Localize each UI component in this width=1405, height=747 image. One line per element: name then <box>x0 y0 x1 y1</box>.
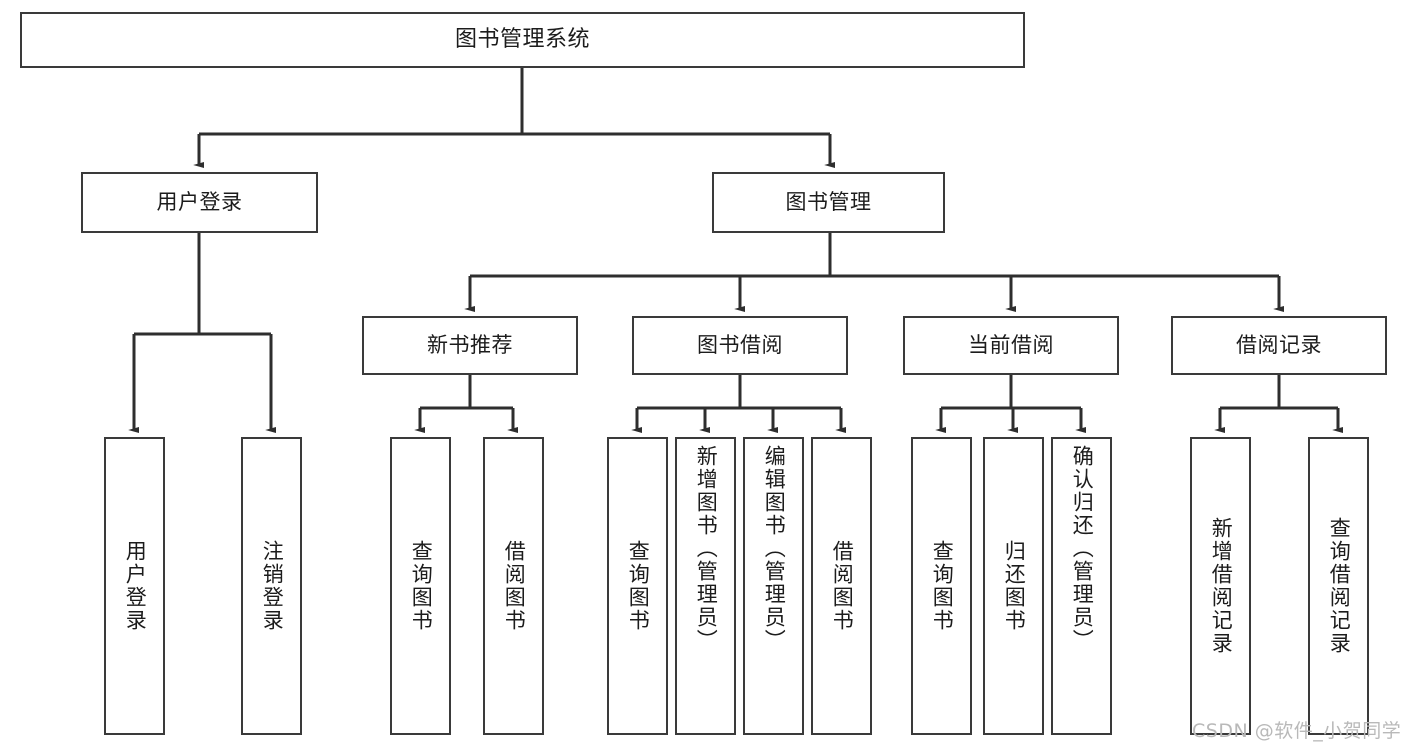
node-user-login-label: 用户登录 <box>156 190 243 215</box>
leaf-cur-query-label: 查询图书 <box>930 540 955 632</box>
leaf-rec-borrow[interactable]: 借阅图书 <box>483 437 544 735</box>
leaf-record-query[interactable]: 查询借阅记录 <box>1308 437 1369 735</box>
leaf-record-add[interactable]: 新增借阅记录 <box>1190 437 1251 735</box>
node-root[interactable]: 图书管理系统 <box>20 12 1025 68</box>
leaf-borrow-edit-label: 编辑图书（管理员） <box>762 445 787 652</box>
node-new-book-rec-label: 新书推荐 <box>427 333 513 358</box>
leaf-cur-return-label: 归还图书 <box>1002 540 1027 632</box>
node-borrow-record[interactable]: 借阅记录 <box>1171 316 1387 375</box>
leaf-borrow-lend-label: 借阅图书 <box>830 540 855 632</box>
leaf-user-login[interactable]: 用户登录 <box>104 437 165 735</box>
leaf-borrow-edit[interactable]: 编辑图书（管理员） <box>743 437 804 735</box>
node-new-book-rec[interactable]: 新书推荐 <box>362 316 578 375</box>
node-book-manage[interactable]: 图书管理 <box>712 172 945 233</box>
node-book-borrow[interactable]: 图书借阅 <box>632 316 848 375</box>
leaf-user-login-label: 用户登录 <box>123 540 148 632</box>
leaf-user-logout[interactable]: 注销登录 <box>241 437 302 735</box>
leaf-record-add-label: 新增借阅记录 <box>1209 517 1234 655</box>
node-book-manage-label: 图书管理 <box>785 190 872 215</box>
node-user-login[interactable]: 用户登录 <box>81 172 318 233</box>
watermark: CSDN @软件_小贺同学 <box>1192 720 1402 742</box>
node-book-borrow-label: 图书借阅 <box>697 333 783 358</box>
leaf-user-logout-label: 注销登录 <box>260 540 285 632</box>
leaf-borrow-add-label: 新增图书（管理员） <box>694 445 719 652</box>
node-current-borrow-label: 当前借阅 <box>968 333 1054 358</box>
leaf-borrow-query-label: 查询图书 <box>626 540 651 632</box>
leaf-rec-query[interactable]: 查询图书 <box>390 437 451 735</box>
node-root-label: 图书管理系统 <box>454 27 590 53</box>
leaf-record-query-label: 查询借阅记录 <box>1327 517 1352 655</box>
leaf-rec-query-label: 查询图书 <box>409 540 434 632</box>
leaf-cur-confirm-label: 确认归还（管理员） <box>1070 445 1095 652</box>
leaf-cur-confirm[interactable]: 确认归还（管理员） <box>1051 437 1112 735</box>
leaf-cur-return[interactable]: 归还图书 <box>983 437 1044 735</box>
leaf-rec-borrow-label: 借阅图书 <box>502 540 527 632</box>
leaf-borrow-lend[interactable]: 借阅图书 <box>811 437 872 735</box>
leaf-cur-query[interactable]: 查询图书 <box>911 437 972 735</box>
leaf-borrow-add[interactable]: 新增图书（管理员） <box>675 437 736 735</box>
node-current-borrow[interactable]: 当前借阅 <box>903 316 1119 375</box>
leaf-borrow-query[interactable]: 查询图书 <box>607 437 668 735</box>
node-borrow-record-label: 借阅记录 <box>1236 333 1322 358</box>
